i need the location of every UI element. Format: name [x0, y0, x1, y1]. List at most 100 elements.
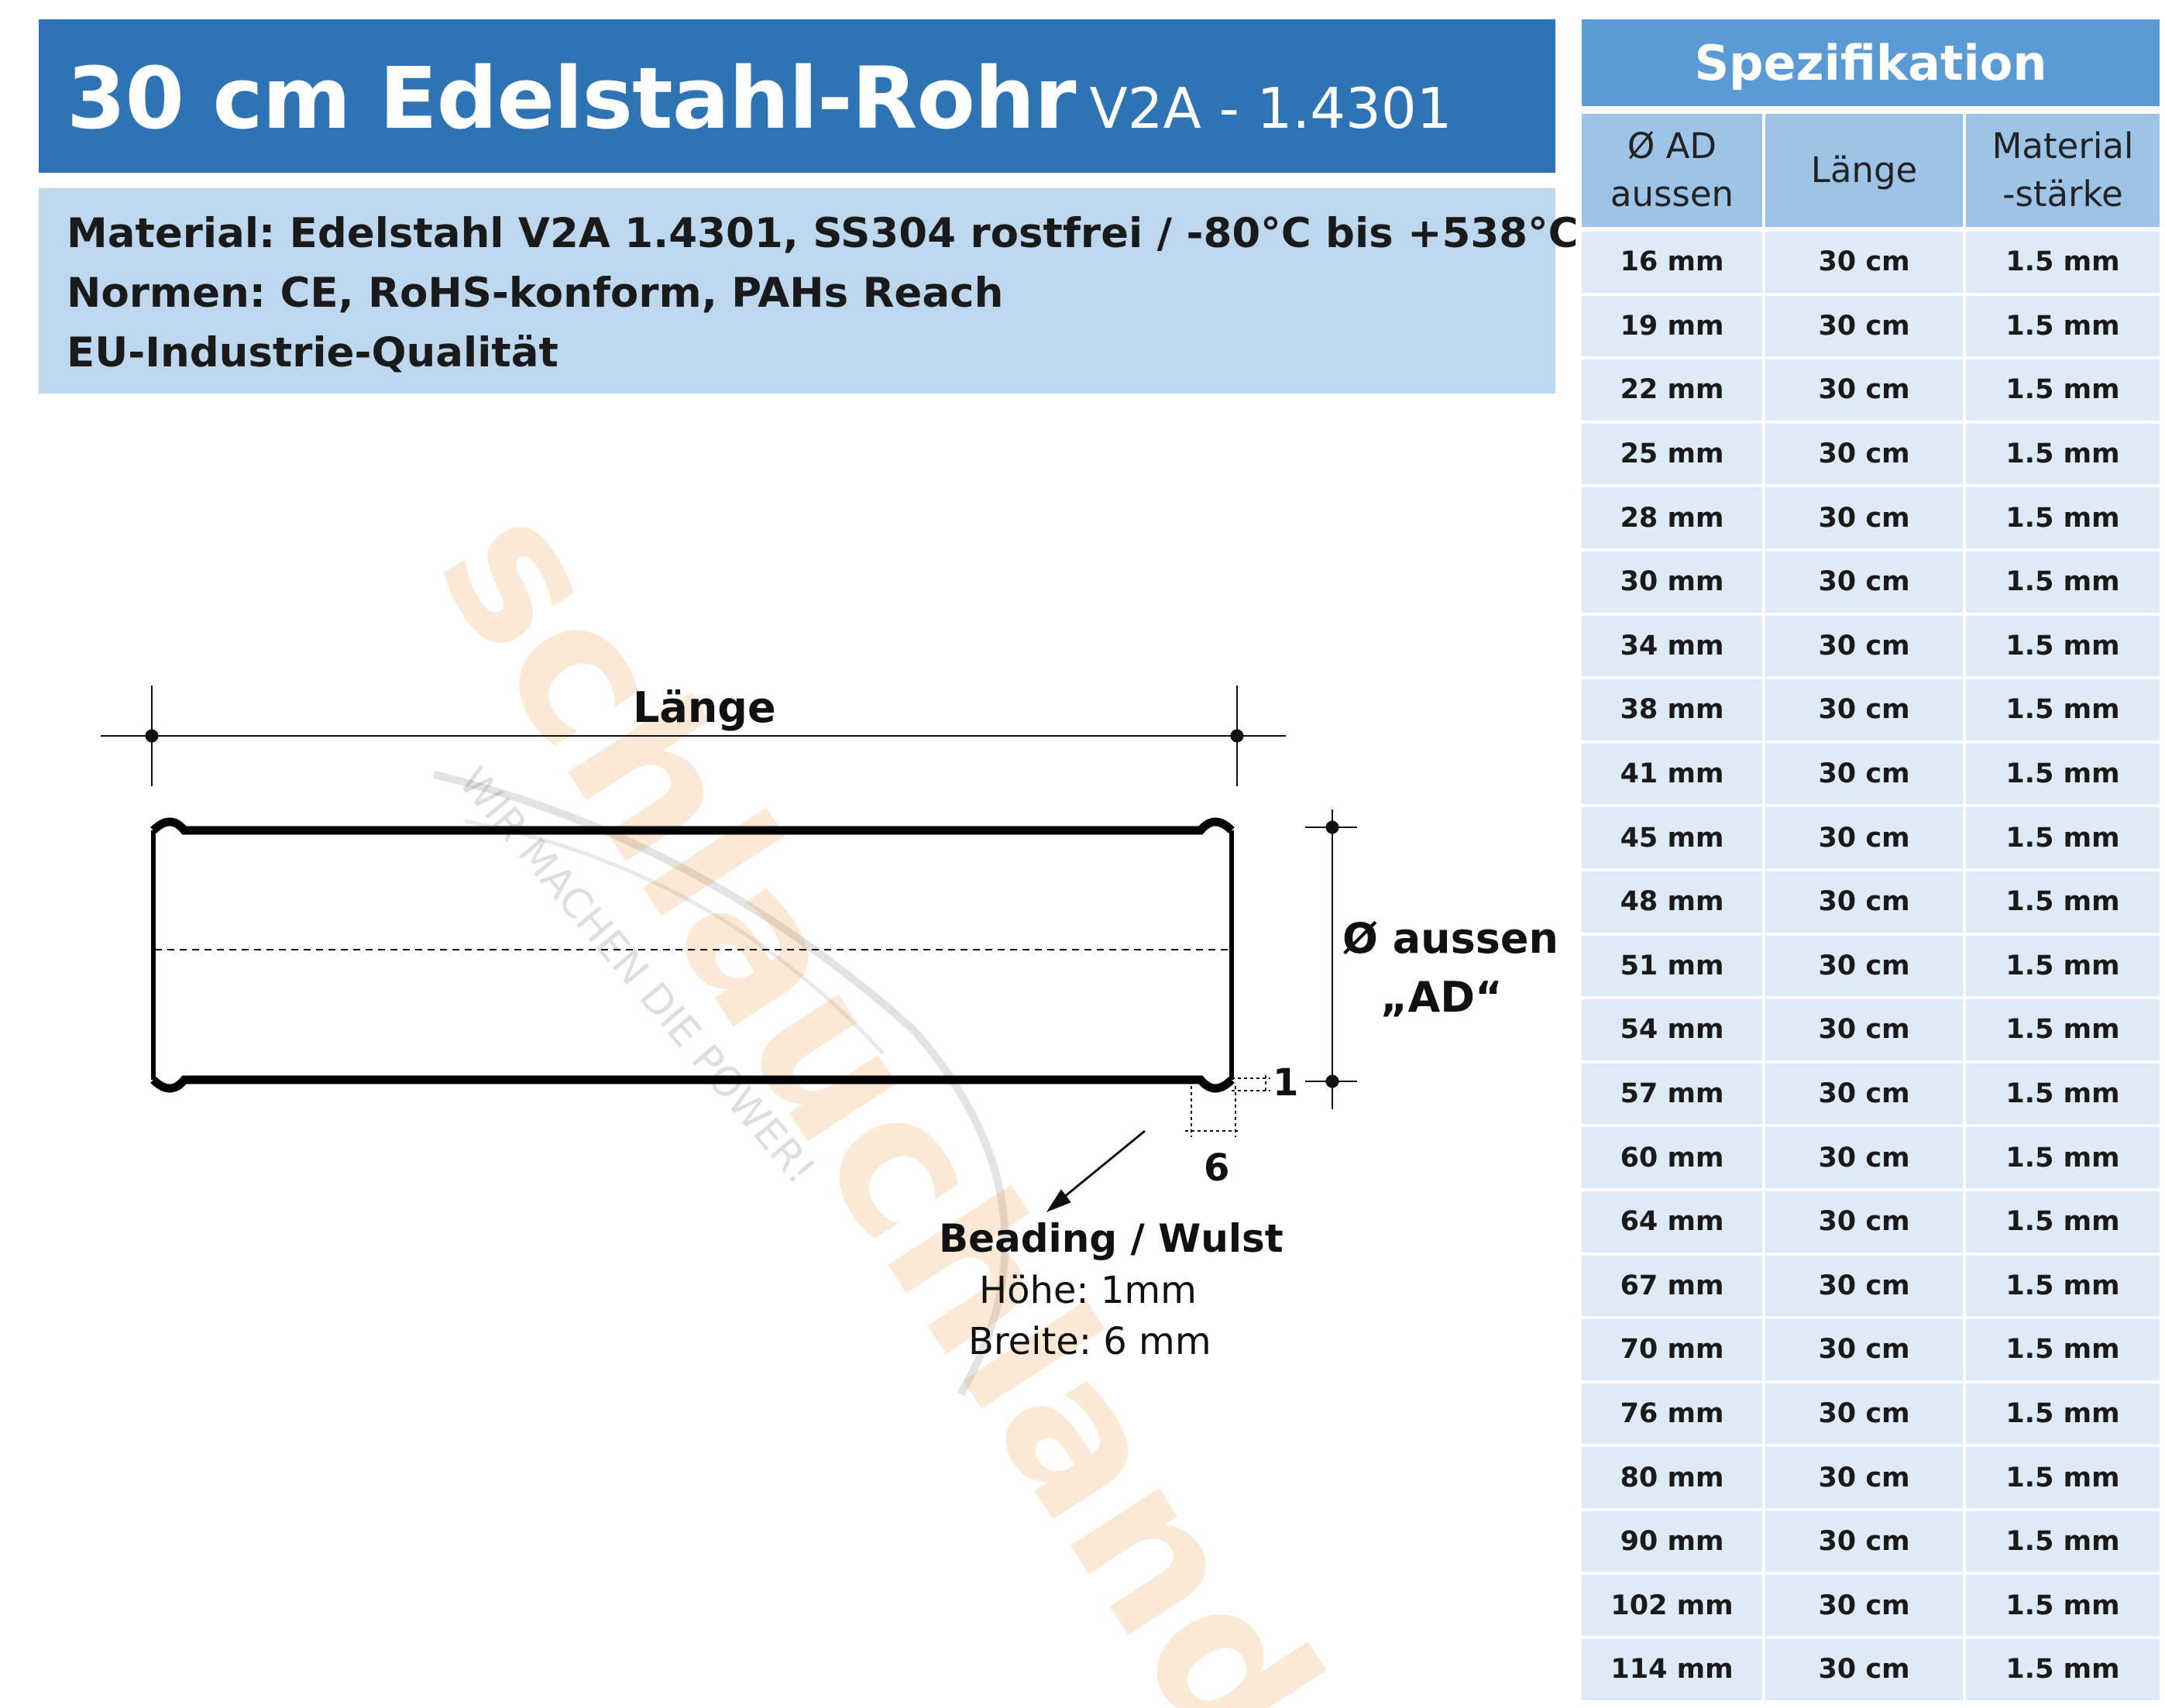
cell-length: 30 cm [1765, 679, 1963, 741]
cell-thickness: 1.5 mm [1966, 232, 2160, 293]
cell-diameter: 90 mm [1582, 1510, 1762, 1572]
cell-thickness: 1.5 mm [1966, 1575, 2160, 1637]
bead-title: Beading / Wulst [939, 1216, 1284, 1261]
cell-thickness: 1.5 mm [1966, 487, 2160, 548]
cell-thickness: 1.5 mm [1966, 551, 2160, 613]
cell-diameter: 51 mm [1582, 935, 1762, 997]
cell-length: 30 cm [1765, 871, 1963, 933]
diameter-dimension [1305, 809, 1357, 1109]
cell-diameter: 70 mm [1582, 1319, 1762, 1380]
cell-diameter: 19 mm [1582, 295, 1762, 357]
bead-detail-dimensions [1185, 1075, 1270, 1137]
cell-diameter: 25 mm [1582, 423, 1762, 485]
cell-thickness: 1.5 mm [1966, 1383, 2160, 1445]
cell-length: 30 cm [1765, 807, 1963, 868]
cell-thickness: 1.5 mm [1966, 1639, 2160, 1700]
cell-diameter: 38 mm [1582, 679, 1762, 741]
cell-diameter: 67 mm [1582, 1255, 1762, 1317]
watermark-logo [432, 771, 1009, 1397]
spec-header-length: Länge [1765, 114, 1963, 227]
cell-length: 30 cm [1765, 1127, 1963, 1188]
spec-title: Spezifikation [1582, 19, 2160, 106]
cell-thickness: 1.5 mm [1966, 1510, 2160, 1572]
cell-length: 30 cm [1765, 487, 1963, 548]
bead-height-dim-label: 1 [1273, 1061, 1299, 1105]
cell-length: 30 cm [1765, 1063, 1963, 1125]
cell-thickness: 1.5 mm [1966, 615, 2160, 677]
cell-length: 30 cm [1765, 1255, 1963, 1317]
cell-diameter: 30 mm [1582, 551, 1762, 613]
info-quality: EU-Industrie-Qualität [67, 329, 558, 376]
bead-width-dim-label: 6 [1204, 1146, 1230, 1190]
cell-diameter: 60 mm [1582, 1127, 1762, 1188]
title-subtitle: V2A - 1.4301 [1089, 76, 1452, 141]
cell-thickness: 1.5 mm [1966, 1319, 2160, 1380]
cell-thickness: 1.5 mm [1966, 807, 2160, 868]
cell-diameter: 22 mm [1582, 359, 1762, 421]
info-standards: Normen: CE, RoHS-konform, PAHs Reach [67, 270, 1004, 317]
diameter-label: Ø aussen [1342, 914, 1558, 963]
cell-thickness: 1.5 mm [1966, 295, 2160, 357]
cell-diameter: 28 mm [1582, 487, 1762, 548]
cell-diameter: 80 mm [1582, 1447, 1762, 1508]
cell-diameter: 64 mm [1582, 1191, 1762, 1253]
cell-diameter: 41 mm [1582, 743, 1762, 805]
cell-length: 30 cm [1765, 1383, 1963, 1445]
bead-width: Breite: 6 mm [968, 1320, 1211, 1363]
cell-length: 30 cm [1765, 999, 1963, 1060]
material-info-box: Material: Edelstahl V2A 1.4301, SS304 ro… [39, 188, 1579, 393]
pipe-drawing: schlauchland WIR MACHEN DIE POWER! [101, 468, 1558, 1708]
cell-diameter: 76 mm [1582, 1383, 1762, 1445]
spec-header-row: Ø AD aussen Länge Material -stärke [1582, 114, 2160, 227]
cell-thickness: 1.5 mm [1966, 1127, 2160, 1188]
cell-length: 30 cm [1765, 423, 1963, 485]
cell-length: 30 cm [1765, 1447, 1963, 1508]
cell-thickness: 1.5 mm [1966, 743, 2160, 805]
cell-thickness: 1.5 mm [1966, 1255, 2160, 1317]
cell-thickness: 1.5 mm [1966, 935, 2160, 997]
cell-length: 30 cm [1765, 359, 1963, 421]
cell-diameter: 57 mm [1582, 1063, 1762, 1125]
cell-length: 30 cm [1765, 1575, 1963, 1637]
cell-thickness: 1.5 mm [1966, 423, 2160, 485]
cell-diameter: 45 mm [1582, 807, 1762, 868]
title-main: 30 cm Edelstahl-Rohr [67, 49, 1076, 148]
cell-length: 30 cm [1765, 615, 1963, 677]
cell-thickness: 1.5 mm [1966, 999, 2160, 1060]
spec-header-diameter: Ø AD aussen [1582, 114, 1762, 227]
diameter-abbr-label: „AD“ [1380, 973, 1503, 1022]
cell-thickness: 1.5 mm [1966, 359, 2160, 421]
cell-length: 30 cm [1765, 1510, 1963, 1572]
cell-diameter: 16 mm [1582, 232, 1762, 293]
cell-thickness: 1.5 mm [1966, 1447, 2160, 1508]
pipe-drawing-svg: schlauchland WIR MACHEN DIE POWER! [101, 468, 1363, 1708]
pipe-body [150, 817, 1235, 1093]
bead-arrow [1046, 1129, 1146, 1213]
cell-thickness: 1.5 mm [1966, 1063, 2160, 1125]
cell-length: 30 cm [1765, 935, 1963, 997]
cell-diameter: 34 mm [1582, 615, 1762, 677]
cell-length: 30 cm [1765, 295, 1963, 357]
spec-table: Spezifikation Ø AD aussen Länge Material… [1582, 19, 2160, 1703]
cell-thickness: 1.5 mm [1966, 679, 2160, 741]
